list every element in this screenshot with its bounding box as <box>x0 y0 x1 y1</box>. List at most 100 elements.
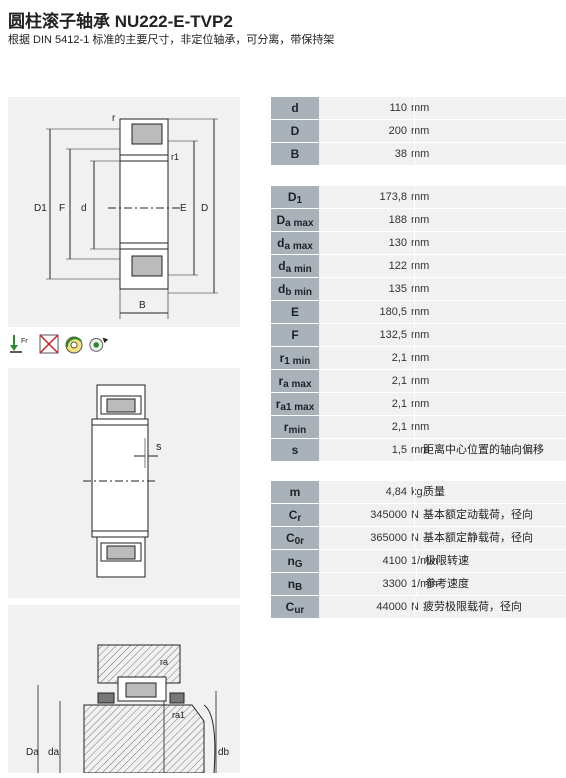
label-s: s <box>156 441 162 453</box>
speed-icon <box>65 336 83 354</box>
label-r1: r1 <box>171 152 179 162</box>
axial-offset-drawing-panel: s <box>8 368 240 598</box>
axial-load-icon: Fr <box>10 335 28 353</box>
row-unit: mm <box>411 148 430 160</box>
svg-text:Fr: Fr <box>21 338 28 345</box>
symbol-letter: C <box>285 531 295 545</box>
symbol-letter: D <box>287 190 297 204</box>
row-unit: mm <box>411 444 430 456</box>
row-value: 2,1 <box>391 352 407 364</box>
symbol-subscript: 0r <box>294 536 305 547</box>
symbol-letter: D <box>276 213 286 227</box>
symbol-subscript: a max <box>284 241 313 252</box>
label-db: db <box>218 747 230 758</box>
row-symbol: da max <box>271 232 319 254</box>
row-description: 疲劳极限载荷，径向 <box>414 596 522 618</box>
symbol-subscript: ur <box>294 605 305 616</box>
row-description <box>414 393 423 415</box>
row-value: 122 <box>388 260 407 272</box>
row-unit: mm <box>411 191 430 203</box>
row-symbol: da min <box>271 255 319 277</box>
row-value: 4,84 <box>385 486 407 498</box>
symbol-letter: r <box>278 374 284 388</box>
symbol-subscript: b min <box>285 287 312 298</box>
table-row: ra1 max 2,1 mm <box>271 393 566 415</box>
row-value: 1,5 <box>391 444 407 456</box>
label-Da: Da <box>26 747 39 758</box>
row-description <box>414 120 423 142</box>
row-description: 参考速度 <box>416 573 469 595</box>
label-F: F <box>59 203 65 214</box>
row-description <box>414 186 423 208</box>
row-symbol: B <box>271 143 319 165</box>
symbol-subscript: a max <box>285 218 314 229</box>
row-description <box>414 278 423 300</box>
row-description <box>414 97 423 119</box>
row-unit: mm <box>411 102 430 114</box>
page-title: 圆柱滚子轴承 NU222-E-TVP2 <box>8 12 233 31</box>
row-description: 质量 <box>414 481 445 503</box>
row-symbol: rmin <box>271 416 319 438</box>
row-symbol: d <box>271 97 319 119</box>
label-ra: ra <box>160 657 168 667</box>
row-description <box>414 209 423 231</box>
mounting-dimension-drawing-panel: ra ra1 Da da db <box>8 605 240 774</box>
row-unit: mm <box>411 125 430 137</box>
row-unit: mm <box>411 398 430 410</box>
symbol-letter: s <box>291 443 299 457</box>
symbol-letter: r <box>283 420 289 434</box>
row-symbol: s <box>271 439 319 461</box>
bearing-dimension-drawing: r r1 D1 F d E D B <box>34 113 218 319</box>
row-value: 110 <box>389 102 407 114</box>
mounting-dimension-drawing: ra ra1 Da da db <box>26 644 230 774</box>
row-value: 2,1 <box>391 375 407 387</box>
row-value: 132,5 <box>379 329 407 341</box>
symbol-subscript: a min <box>285 264 312 275</box>
dimension-drawing-panel: r r1 D1 F d E D B <box>8 97 240 327</box>
row-value: 2,1 <box>391 398 407 410</box>
row-unit: mm <box>411 352 430 364</box>
row-description <box>414 416 423 438</box>
table-row: d 110 mm <box>271 97 566 119</box>
row-description: 距离中心位置的轴向偏移 <box>414 439 544 461</box>
symbol-subscript: 1 <box>296 195 303 206</box>
feature-icons-row: Fr <box>8 333 248 355</box>
row-symbol: E <box>271 301 319 323</box>
symbol-letter: d <box>277 236 285 250</box>
label-E: E <box>180 203 187 214</box>
row-value: 44000 <box>376 601 407 613</box>
row-description: 基本额定静载荷，径向 <box>414 527 533 549</box>
label-D1: D1 <box>34 203 47 214</box>
row-symbol: Da max <box>271 209 319 231</box>
symbol-subscript: 1 min <box>284 356 311 367</box>
symbol-subscript: r <box>297 513 302 524</box>
row-value: 365000 <box>370 532 407 544</box>
row-value: 38 <box>394 148 407 160</box>
row-description <box>414 324 423 346</box>
symbol-subscript: B <box>295 582 303 593</box>
row-unit: mm <box>411 421 430 433</box>
symbol-subscript: min <box>288 425 307 436</box>
row-value: 3300 <box>382 578 407 590</box>
label-B: B <box>139 300 146 311</box>
row-symbol: ra1 max <box>271 393 319 415</box>
row-description <box>414 301 423 323</box>
row-unit: mm <box>411 283 430 295</box>
row-value: 200 <box>388 125 407 137</box>
table-row: r1 min 2,1 mm <box>271 347 566 369</box>
row-symbol: ra max <box>271 370 319 392</box>
row-unit: mm <box>411 214 430 226</box>
row-symbol: r1 min <box>271 347 319 369</box>
symbol-letter: d <box>277 282 286 296</box>
